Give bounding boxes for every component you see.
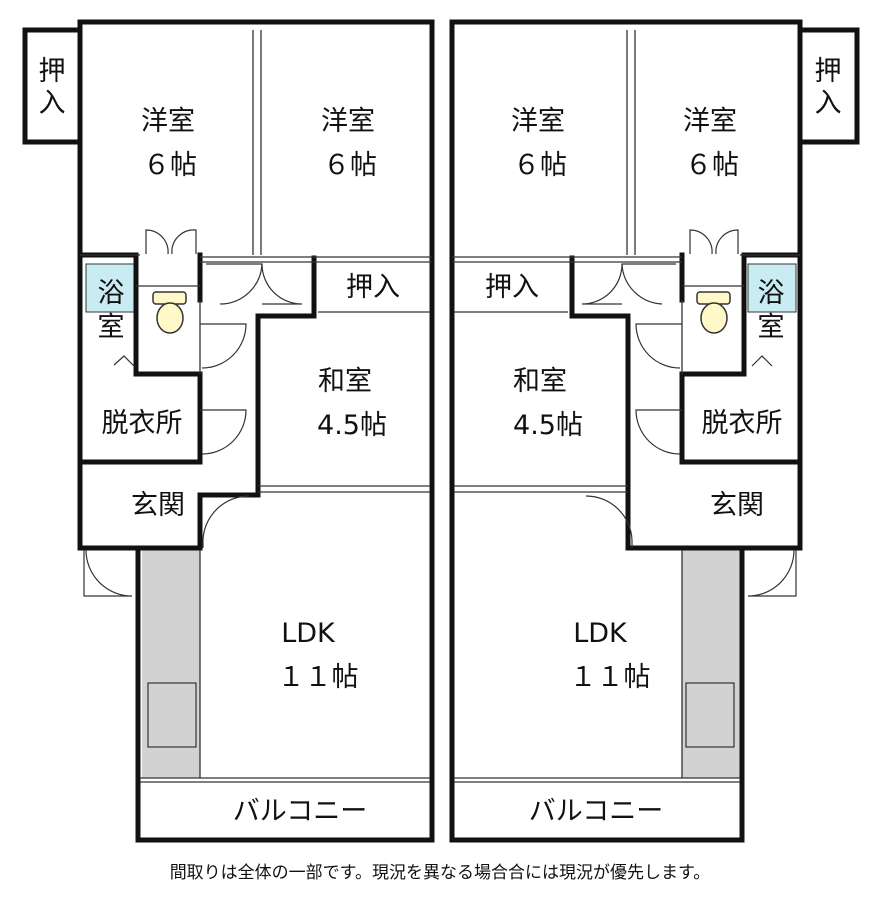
right-entrance-label: 玄関 xyxy=(710,490,764,521)
left-western-2-size: ６帖 xyxy=(323,150,377,181)
left-kitchen-counter xyxy=(142,550,200,778)
right-toilet xyxy=(696,291,731,334)
right-balcony-label: バルコニー xyxy=(529,796,663,827)
right-western-1-size: ６帖 xyxy=(513,150,567,181)
left-closet-b-label: 押入 xyxy=(346,272,400,303)
right-stove xyxy=(685,682,735,748)
floor-plan: 押 入 洋室 ６帖 洋室 ６帖 押入 浴 室 和室 4.5帖 脱衣所 玄関 LD… xyxy=(22,19,860,843)
left-dressing-label: 脱衣所 xyxy=(102,408,183,439)
right-dressing-label: 脱衣所 xyxy=(702,408,783,439)
left-western-1-size: ６帖 xyxy=(143,150,197,181)
right-japanese-size: 4.5帖 xyxy=(513,410,583,441)
right-western-1-name: 洋室 xyxy=(511,106,565,137)
right-bath-label-1: 浴 xyxy=(758,278,785,309)
left-ldk-size: １１帖 xyxy=(278,662,359,693)
right-bath-fill xyxy=(747,263,797,313)
right-unit: 押 入 洋室 ６帖 洋室 ６帖 押入 浴 室 和室 4.5帖 脱衣所 玄関 LD… xyxy=(449,19,860,843)
left-japanese-name: 和室 xyxy=(318,366,372,397)
disclaimer-note: 間取りは全体の一部です。現況を異なる場合合には現況が優先します。 xyxy=(169,863,711,883)
left-unit: 押 入 洋室 ６帖 洋室 ６帖 押入 浴 室 和室 4.5帖 脱衣所 玄関 LD… xyxy=(22,19,435,843)
right-kitchen-counter xyxy=(682,550,740,778)
left-stove xyxy=(147,682,197,748)
left-balcony-label: バルコニー xyxy=(233,796,367,827)
left-closet-a-label-1: 押 xyxy=(39,56,66,87)
left-bath-fill xyxy=(85,263,135,313)
right-ldk-size: １１帖 xyxy=(570,662,651,693)
left-western-1-name: 洋室 xyxy=(141,106,195,137)
left-toilet xyxy=(152,291,187,334)
left-bath-label-1: 浴 xyxy=(98,278,125,309)
right-japanese-name: 和室 xyxy=(513,366,567,397)
right-closet-a-label-2: 入 xyxy=(815,88,842,119)
left-western-2-name: 洋室 xyxy=(321,106,375,137)
right-ldk-name: LDK xyxy=(573,618,628,649)
right-western-2-size: ６帖 xyxy=(685,150,739,181)
right-closet-b-label: 押入 xyxy=(485,272,539,303)
left-bath-label-2: 室 xyxy=(98,312,125,343)
left-entrance-label: 玄関 xyxy=(131,490,185,521)
right-bath-label-2: 室 xyxy=(758,312,785,343)
left-ldk-name: LDK xyxy=(281,618,336,649)
left-closet-a-label-2: 入 xyxy=(39,88,66,119)
left-japanese-size: 4.5帖 xyxy=(317,410,387,441)
right-western-2-name: 洋室 xyxy=(683,106,737,137)
right-closet-a-label-1: 押 xyxy=(815,56,842,87)
